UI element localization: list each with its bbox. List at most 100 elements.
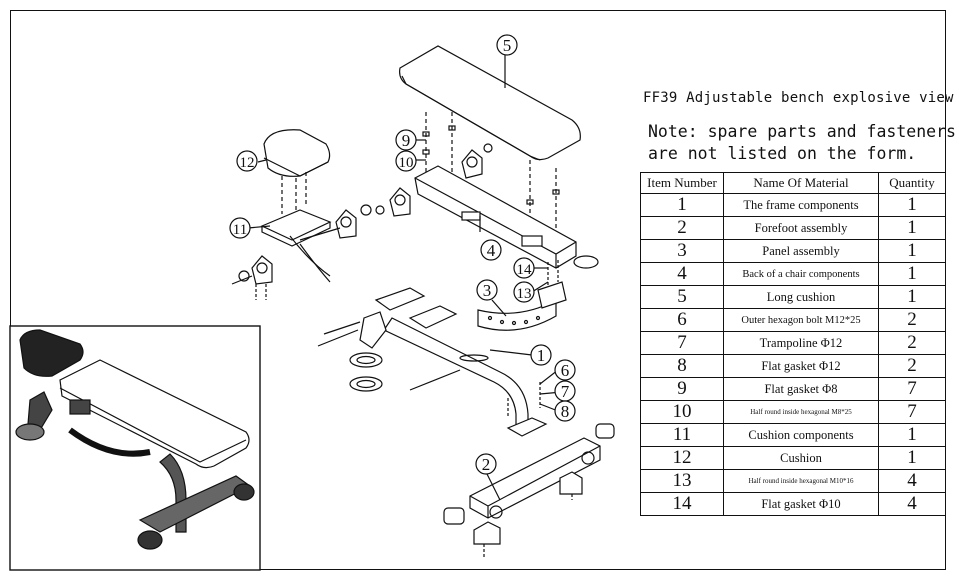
note-line-2: are not listed on the form.: [648, 144, 917, 163]
callout-1: 1: [530, 344, 552, 366]
quantity: 1: [878, 262, 946, 286]
svg-text:5: 5: [503, 36, 512, 55]
callout-bubbles: 5 9 10 12 11 4 3 14 13 1 6 7 8 2: [229, 34, 576, 475]
callout-5: 5: [496, 34, 518, 56]
item-number: 5: [640, 285, 724, 309]
item-number: 11: [640, 423, 724, 447]
assembled-bench-inset: [9, 325, 261, 571]
item-number: 12: [640, 446, 724, 470]
panel-assembly-part: [477, 260, 567, 331]
item-number: 13: [640, 469, 724, 493]
item-number: 10: [640, 400, 724, 424]
callout-10: 10: [395, 150, 417, 172]
callout-8: 8: [554, 400, 576, 422]
quantity: 1: [878, 285, 946, 309]
material-name: Flat gasket Φ8: [723, 377, 879, 401]
header-item-number: Item Number: [640, 172, 724, 194]
svg-text:7: 7: [561, 382, 570, 401]
quantity: 2: [878, 354, 946, 378]
callout-6: 6: [554, 359, 576, 381]
quantity: 7: [878, 377, 946, 401]
material-name: Panel assembly: [723, 239, 879, 263]
quantity: 2: [878, 331, 946, 355]
quantity: 7: [878, 400, 946, 424]
drawing-frame: [10, 10, 946, 570]
note-line-1: Note: spare parts and fasteners: [648, 122, 956, 141]
header-quantity: Quantity: [878, 172, 946, 194]
svg-text:9: 9: [402, 131, 411, 150]
svg-text:12: 12: [240, 155, 255, 171]
material-name: Trampoline Φ12: [723, 331, 879, 355]
quantity: 1: [878, 446, 946, 470]
callout-7: 7: [554, 380, 576, 402]
item-number: 8: [640, 354, 724, 378]
material-name: Flat gasket Φ12: [723, 354, 879, 378]
long-cushion-part: [399, 45, 581, 161]
seat-cushion-part: [263, 129, 331, 216]
material-name: Half round inside hexagonal M10*16: [723, 469, 879, 493]
item-number: 3: [640, 239, 724, 263]
material-name: Flat gasket Φ10: [723, 492, 879, 516]
svg-text:8: 8: [561, 402, 570, 421]
main-frame-part: [317, 287, 548, 437]
quantity: 2: [878, 308, 946, 332]
item-number: 2: [640, 216, 724, 240]
svg-text:13: 13: [517, 286, 532, 302]
quantity: 4: [878, 492, 946, 516]
quantity: 4: [878, 469, 946, 493]
item-number: 9: [640, 377, 724, 401]
item-number: 6: [640, 308, 724, 332]
material-name: Cushion: [723, 446, 879, 470]
material-name: Cushion components: [723, 423, 879, 447]
svg-text:3: 3: [483, 281, 492, 300]
quantity: 1: [878, 239, 946, 263]
item-number: 4: [640, 262, 724, 286]
note-text: Note: spare parts and fasteners are not …: [648, 121, 956, 165]
callout-leaders: [247, 139, 563, 501]
item-number: 1: [640, 193, 724, 217]
svg-text:14: 14: [517, 262, 533, 278]
svg-text:1: 1: [537, 346, 546, 365]
item-number: 7: [640, 331, 724, 355]
material-name: Long cushion: [723, 285, 879, 309]
svg-text:11: 11: [233, 222, 247, 238]
callout-4: 4: [480, 239, 502, 261]
svg-text:6: 6: [561, 361, 570, 380]
callout-3: 3: [476, 279, 498, 301]
table-header-row: Item Number Name Of Material Quantity: [640, 172, 946, 194]
svg-text:2: 2: [482, 455, 491, 474]
seat-bracket-part: [231, 209, 341, 300]
quantity: 1: [878, 423, 946, 447]
header-material-name: Name Of Material: [723, 172, 879, 194]
item-number: 14: [640, 492, 724, 516]
material-name: Back of a chair components: [723, 262, 879, 286]
callout-11: 11: [229, 217, 251, 239]
quantity: 1: [878, 193, 946, 217]
backrest-frame-part: [414, 165, 599, 269]
material-name: Forefoot assembly: [723, 216, 879, 240]
material-name: The frame components: [723, 193, 879, 217]
callout-13: 13: [513, 281, 535, 303]
svg-text:4: 4: [487, 241, 496, 260]
svg-text:10: 10: [399, 155, 414, 171]
material-name: Half round inside hexagonal M8*25: [723, 400, 879, 424]
callout-12: 12: [236, 150, 258, 172]
drawing-title: FF39 Adjustable bench explosive view: [643, 90, 954, 106]
callout-9: 9: [395, 129, 417, 151]
callout-14: 14: [513, 257, 535, 279]
